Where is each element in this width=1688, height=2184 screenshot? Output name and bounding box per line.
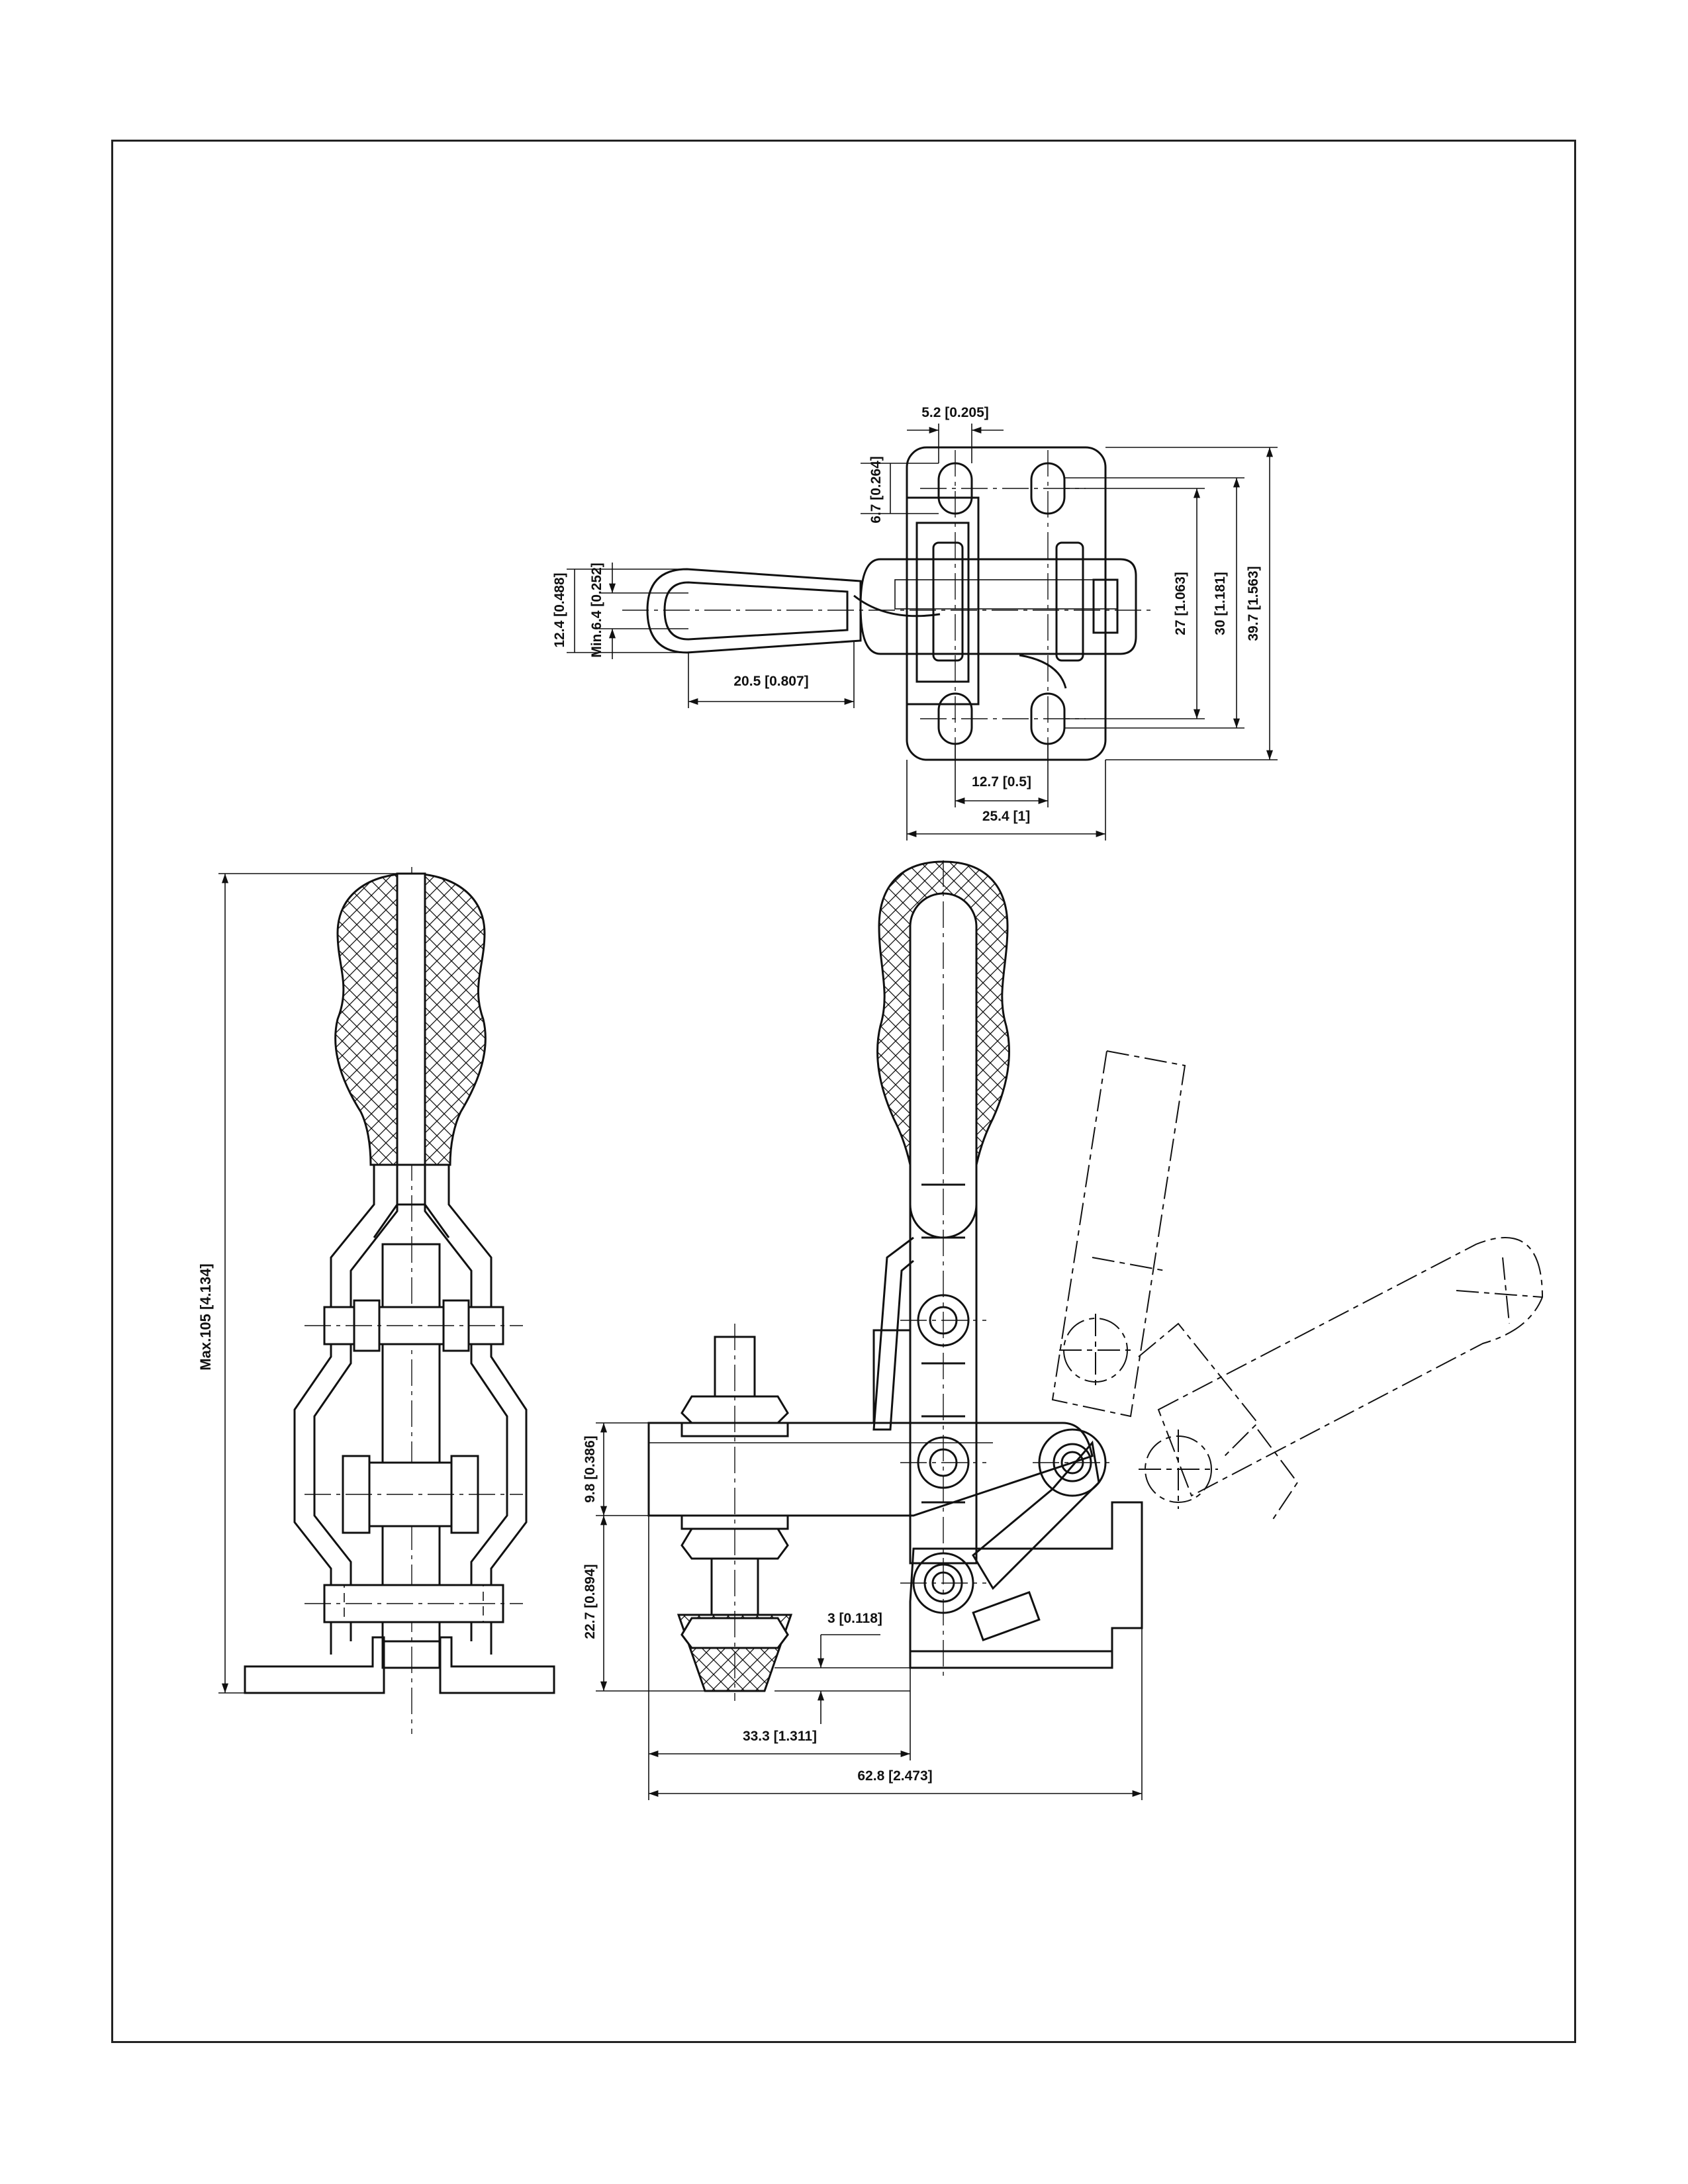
front-view: Max.105 [4.134] xyxy=(197,867,555,1734)
top-view: 5.2 [0.205] 6.7 [0.264] 12.4 [0.488] Min… xyxy=(552,405,1278,841)
dim-arm-thickness: 9.8 [0.386] xyxy=(583,1435,598,1503)
dim-spindle-height: 22.7 [0.894] xyxy=(583,1564,598,1639)
dim-spindle-width: 12.4 [0.488] xyxy=(552,572,567,647)
dim-spindle-reach: 33.3 [1.311] xyxy=(743,1729,817,1744)
spindle xyxy=(677,1324,793,1701)
phantom-handle-lower xyxy=(1157,1237,1544,1497)
drawing-border xyxy=(111,140,1576,2043)
dim-top-hole-offset: 6.7 [0.264] xyxy=(868,456,884,523)
dim-max-height: Max.105 [4.134] xyxy=(197,1263,214,1370)
dim-hole-pitch-v: 30 [1.181] xyxy=(1213,572,1228,635)
dim-hole-center-v: 27 [1.063] xyxy=(1173,572,1188,635)
dim-min-slot: Min.6.4 [0.252] xyxy=(589,563,604,658)
phantom-linkage xyxy=(1059,1314,1299,1523)
phantom-handle-upper xyxy=(1051,1050,1186,1418)
dim-base-offset: 3 [0.118] xyxy=(827,1611,882,1626)
dim-base-width: 25.4 [1] xyxy=(982,809,1030,824)
dim-hole-center-h: 12.7 [0.5] xyxy=(972,774,1031,790)
dim-overall-length: 62.8 [2.473] xyxy=(857,1768,932,1784)
dim-top-hole-spacing: 5.2 [0.205] xyxy=(921,405,989,420)
dim-base-length: 39.7 [1.563] xyxy=(1246,566,1261,641)
elevation-view: 9.8 [0.386] 22.7 [0.894] 3 [0.118] 33.3 … xyxy=(583,860,1544,1800)
dim-handle-reach: 20.5 [0.807] xyxy=(733,674,808,689)
